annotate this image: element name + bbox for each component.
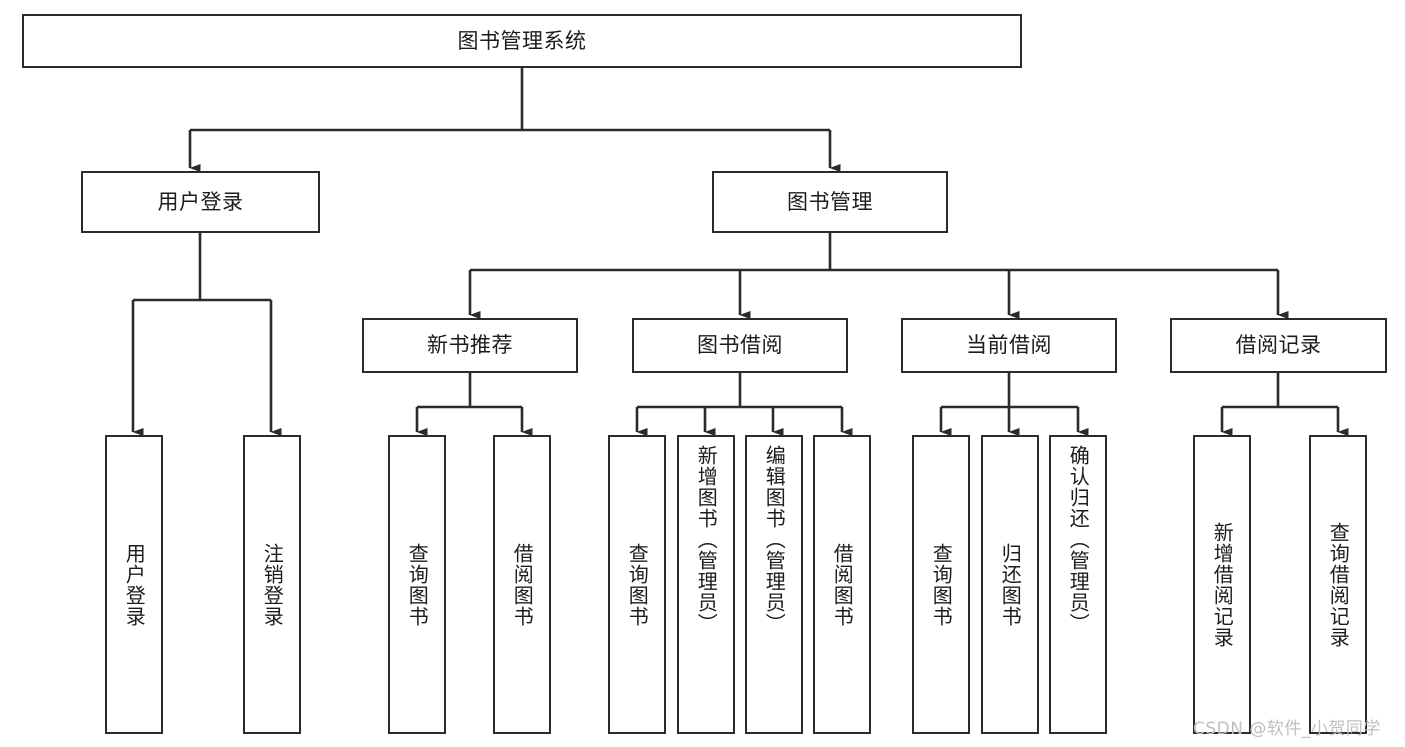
node-leaf-borrow-book-2-label: 借阅图书 <box>830 542 855 627</box>
node-leaf-add-record[interactable]: 新增借阅记录 <box>1193 435 1251 734</box>
csdn-watermark: CSDN @软件_小贺同学 <box>1193 719 1381 739</box>
node-leaf-query-book-1[interactable]: 查询图书 <box>388 435 446 734</box>
node-leaf-user-login[interactable]: 用户登录 <box>105 435 163 734</box>
node-leaf-query-book-3-label: 查询图书 <box>929 542 954 627</box>
node-leaf-add-book[interactable]: 新增图书（管理员） <box>677 435 735 734</box>
node-leaf-query-record[interactable]: 查询借阅记录 <box>1309 435 1367 734</box>
node-book-borrow-label: 图书借阅 <box>697 333 783 358</box>
node-leaf-edit-book-label: 编辑图书（管理员） <box>762 445 787 634</box>
node-root-label: 图书管理系统 <box>457 28 587 53</box>
node-leaf-confirm-return-label: 确认归还（管理员） <box>1066 445 1091 634</box>
node-leaf-confirm-return[interactable]: 确认归还（管理员） <box>1049 435 1107 734</box>
node-leaf-add-book-label: 新增图书（管理员） <box>694 445 719 634</box>
node-book-borrow[interactable]: 图书借阅 <box>632 318 848 373</box>
node-leaf-edit-book[interactable]: 编辑图书（管理员） <box>745 435 803 734</box>
node-leaf-borrow-book-1[interactable]: 借阅图书 <box>493 435 551 734</box>
node-book-manage-label: 图书管理 <box>787 189 873 214</box>
node-leaf-return-book[interactable]: 归还图书 <box>981 435 1039 734</box>
node-current-borrow-label: 当前借阅 <box>966 333 1052 358</box>
node-leaf-return-book-label: 归还图书 <box>998 542 1023 627</box>
node-borrow-record-label: 借阅记录 <box>1235 333 1322 358</box>
node-root[interactable]: 图书管理系统 <box>22 14 1022 68</box>
node-user-login[interactable]: 用户登录 <box>81 171 320 233</box>
node-current-borrow[interactable]: 当前借阅 <box>901 318 1117 373</box>
node-borrow-record[interactable]: 借阅记录 <box>1170 318 1387 373</box>
node-leaf-user-logout-label: 注销登录 <box>260 542 285 627</box>
node-new-book-recommend-label: 新书推荐 <box>427 333 513 358</box>
node-leaf-query-record-label: 查询借阅记录 <box>1326 521 1351 648</box>
node-leaf-borrow-book-1-label: 借阅图书 <box>510 542 535 627</box>
node-new-book-recommend[interactable]: 新书推荐 <box>362 318 578 373</box>
node-leaf-query-book-3[interactable]: 查询图书 <box>912 435 970 734</box>
node-leaf-borrow-book-2[interactable]: 借阅图书 <box>813 435 871 734</box>
node-book-manage[interactable]: 图书管理 <box>712 171 948 233</box>
node-user-login-label: 用户登录 <box>157 189 244 214</box>
node-leaf-add-record-label: 新增借阅记录 <box>1210 521 1235 648</box>
node-leaf-user-logout[interactable]: 注销登录 <box>243 435 301 734</box>
node-leaf-user-login-label: 用户登录 <box>122 542 147 627</box>
node-leaf-query-book-2[interactable]: 查询图书 <box>608 435 666 734</box>
node-leaf-query-book-1-label: 查询图书 <box>405 542 430 627</box>
node-leaf-query-book-2-label: 查询图书 <box>625 542 650 627</box>
